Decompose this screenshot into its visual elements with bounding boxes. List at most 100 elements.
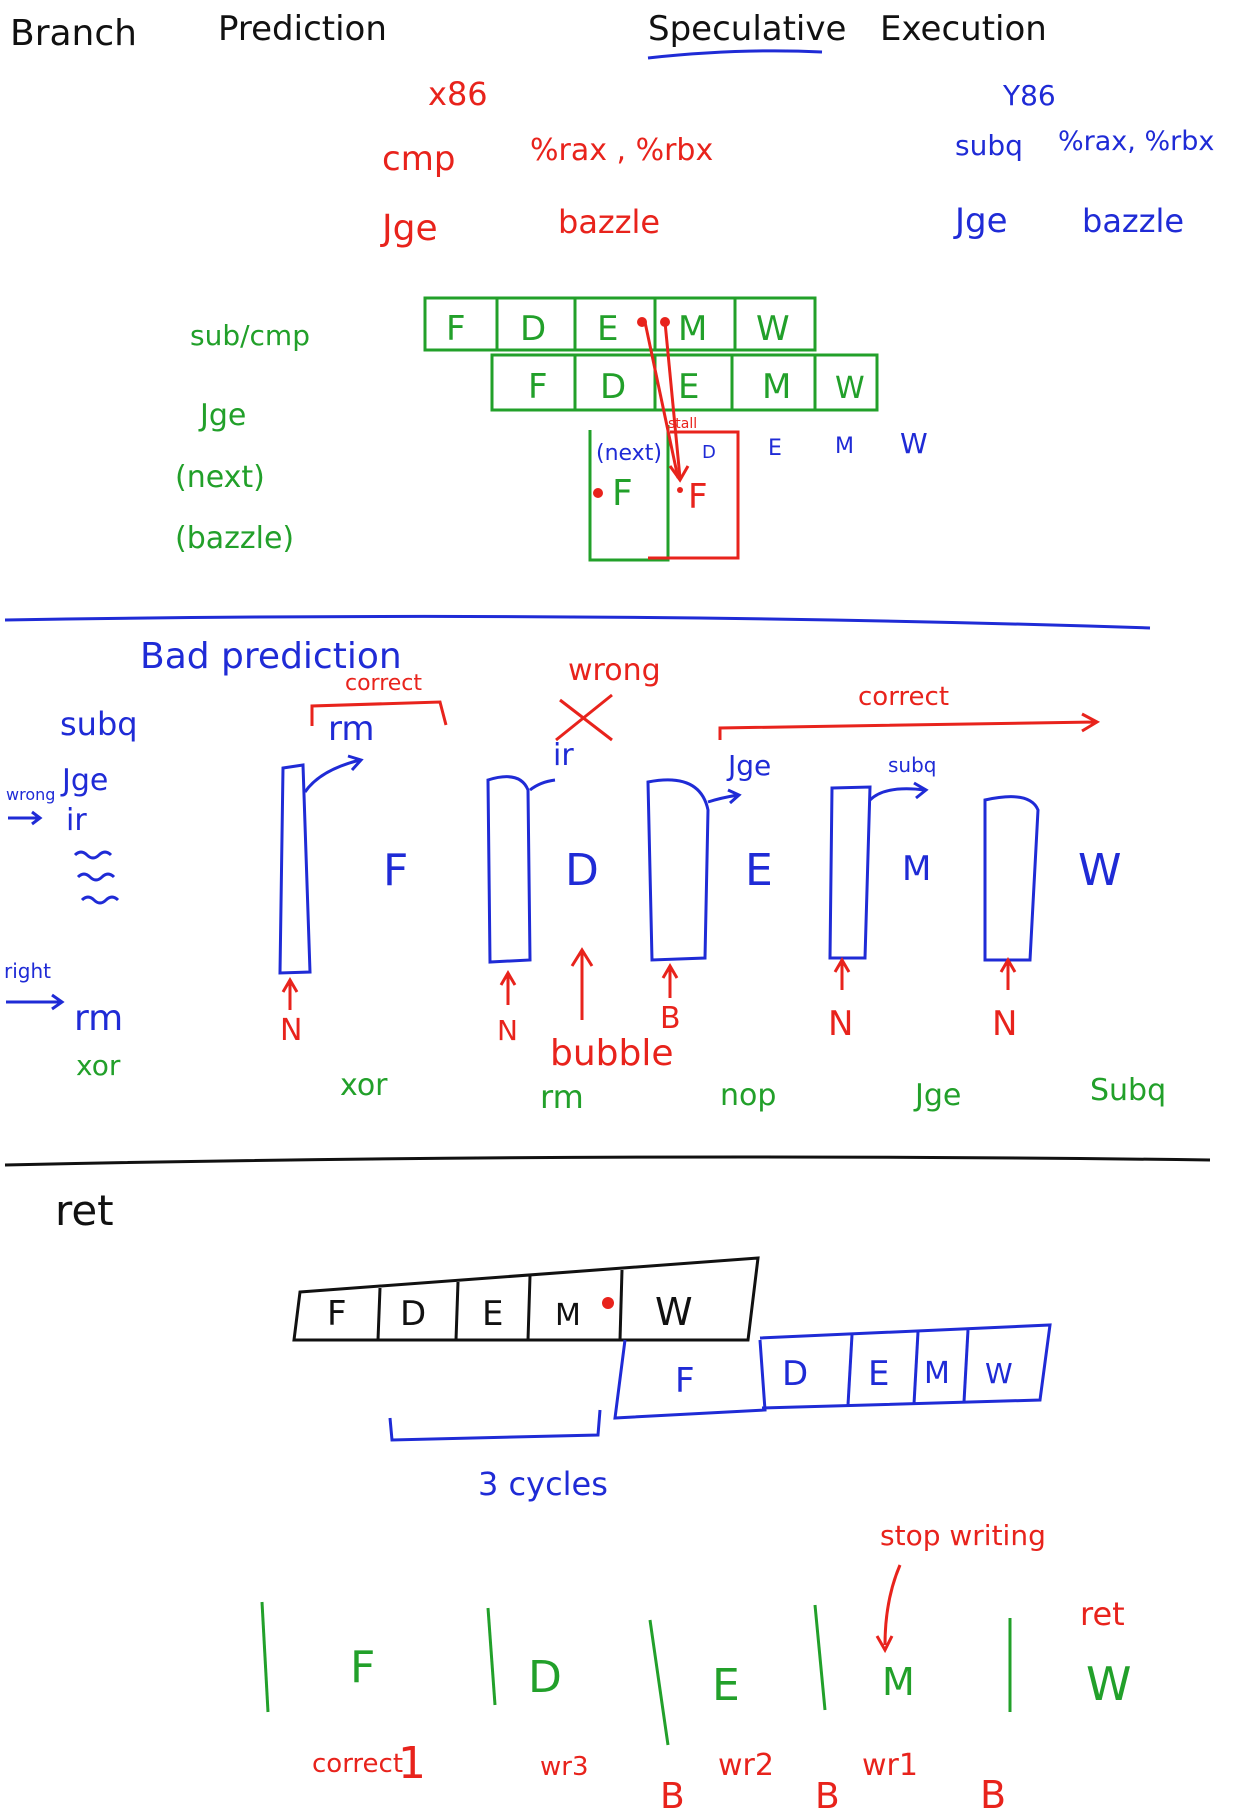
stall-arrow-2 — [663, 321, 682, 479]
left-jge: Jge — [60, 763, 108, 798]
pipe1-row1-stage-m: M — [678, 309, 707, 349]
pipe1-row2-stage-f: F — [528, 367, 548, 407]
ctrl-arrow-1 — [281, 977, 299, 1010]
left-subq: subq — [60, 705, 138, 743]
pipe1-trail-e: E — [768, 436, 782, 461]
x86-op-cmp: cmp — [382, 139, 455, 179]
ctrl-mark-5: N — [992, 1004, 1017, 1044]
bp-bottom-jge: Jge — [913, 1078, 961, 1113]
pipe-reg-2 — [486, 775, 532, 964]
ctrl-mark-3: B — [660, 1001, 681, 1036]
y86-label: Y86 — [1002, 79, 1056, 112]
stop-stage-f: F — [350, 1642, 375, 1693]
bp-stage-w: W — [1078, 845, 1122, 896]
cycles-label: 3 cycles — [478, 1465, 608, 1503]
reg-arrow-subq: subq — [888, 753, 937, 777]
title-branch: Branch — [10, 13, 137, 54]
stop-divider-4 — [813, 1604, 827, 1711]
pipe1-bazzle-stage: F — [688, 477, 708, 517]
stop-writing-arrow — [875, 1564, 902, 1654]
pipe1-next-stage: F — [612, 473, 633, 514]
left-squiggles — [73, 850, 120, 905]
bp-bottom-subq: Subq — [1090, 1073, 1166, 1108]
bad-prediction-title: Bad prediction — [140, 636, 402, 677]
bp-stage-f: F — [383, 845, 408, 896]
pipe1-label-subcmp: sub/cmp — [190, 319, 310, 352]
x86-args-cmp: %rax , %rbx — [530, 133, 713, 168]
wr2-label: wr2 — [718, 1748, 774, 1783]
pipe1-trail-w: W — [900, 427, 928, 460]
divider-1 — [4, 614, 1151, 630]
left-right: right — [4, 959, 51, 983]
stop-stage-d: D — [528, 1652, 562, 1703]
left-right-arrow — [6, 993, 65, 1011]
reg-arrow-rm: rm — [328, 709, 375, 749]
pipe1-label-bazzle: (bazzle) — [175, 521, 294, 556]
left-rm: rm — [74, 998, 123, 1039]
bubble-arrow — [570, 947, 594, 1020]
b-mark-1: B — [660, 1776, 685, 1817]
bp-stage-m: M — [902, 849, 931, 889]
divider-2 — [4, 1155, 1211, 1167]
speculative-underline — [647, 49, 823, 60]
correct-2-arrow — [718, 712, 1101, 740]
pipe-reg-3 — [646, 778, 710, 962]
ret-row2-d: D — [782, 1354, 808, 1394]
ret-row2-m: M — [924, 1356, 950, 1391]
stop-stage-m: M — [882, 1660, 915, 1704]
ctrl-mark-2: N — [497, 1014, 518, 1047]
pipe1-row1-stage-w: W — [756, 309, 790, 349]
pipe-reg-1 — [278, 763, 312, 975]
ret-title: ret — [55, 1186, 114, 1235]
ctrl-arrow-2 — [499, 970, 517, 1005]
correct-1-bracket — [310, 700, 448, 726]
pipe1-trail-d: D — [702, 442, 716, 463]
pipe-reg-2-arrow — [529, 778, 556, 792]
x86-label: x86 — [428, 75, 488, 113]
ret-row1-m: M — [555, 1298, 581, 1333]
ret-row2-e: E — [868, 1354, 889, 1394]
bp-bottom-xor: xor — [340, 1068, 388, 1103]
x86-args-jge: bazzle — [558, 203, 660, 241]
wrong-cross — [555, 693, 613, 742]
pipe1-trail-m: M — [835, 434, 854, 459]
stop-stage-w: W — [1086, 1657, 1131, 1711]
bp-bottom-rm: rm — [540, 1078, 584, 1116]
ctrl-arrow-3 — [661, 963, 679, 998]
pipe1-row1-stage-e: E — [597, 309, 618, 349]
ret-row1-w: W — [655, 1290, 693, 1334]
correct-2-label: correct — [858, 682, 949, 712]
left-wrong: wrong — [6, 785, 55, 804]
pipe1-row2-stage-m: M — [762, 367, 791, 407]
correct-number: 1 — [398, 1738, 426, 1789]
title-prediction: Prediction — [218, 9, 387, 49]
pipe-reg-5 — [983, 795, 1040, 962]
ret-dot — [602, 1297, 614, 1309]
wr1-label: wr1 — [862, 1748, 918, 1783]
ctrl-mark-1: N — [280, 1013, 302, 1048]
ret-row2: F D E M W — [613, 1323, 1052, 1420]
bubble-label: bubble — [550, 1033, 674, 1074]
stop-divider-2 — [486, 1607, 497, 1706]
y86-op-jge: Jge — [953, 201, 1008, 241]
pipe1-row2-stage-d: D — [600, 367, 626, 407]
left-wrong-arrow — [8, 810, 43, 826]
pipe1-label-jge: Jge — [198, 398, 246, 433]
wr3-label: wr3 — [540, 1752, 589, 1782]
ret-row1-e: E — [482, 1294, 503, 1334]
pipe1-bazzle-box: stall F — [643, 321, 740, 560]
pipe-reg-1-arrow — [303, 754, 364, 793]
pipe1-label-next: (next) — [175, 460, 265, 495]
b-mark-3: B — [980, 1773, 1006, 1817]
ret-row2-f: F — [675, 1361, 695, 1401]
bp-bottom-nop: nop — [720, 1078, 776, 1113]
ret-row1-f: F — [327, 1294, 347, 1334]
ctrl-arrow-5 — [999, 957, 1017, 990]
stop-divider-3 — [648, 1619, 670, 1746]
ctrl-mark-4: N — [828, 1004, 853, 1044]
bp-stage-e: E — [745, 845, 773, 896]
bp-stage-d: D — [565, 845, 599, 896]
y86-op-subq: subq — [955, 129, 1023, 162]
x86-op-jge: Jge — [380, 208, 438, 249]
